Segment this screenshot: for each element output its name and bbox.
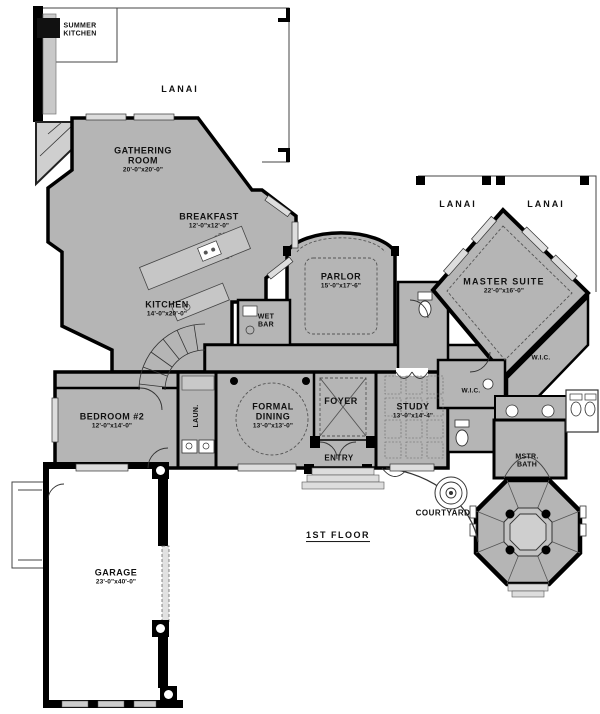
room-label-wet-bar: WET BAR	[257, 313, 275, 328]
room-label-parlor: PARLOR 15'-0"x17'-6"	[320, 271, 362, 290]
room-label-lanai-right-b: LANAI	[527, 199, 565, 210]
courtyard-features	[385, 467, 479, 543]
interior-walls	[55, 372, 378, 468]
study-floor-grid	[384, 375, 444, 459]
room-label-study: STUDY 13'-0"x14'-4"	[392, 401, 434, 420]
room-label-breakfast: BREAKFAST 12'-0"x12'-0"	[179, 211, 239, 230]
floor-title: 1ST FLOOR	[305, 530, 371, 543]
interior-rooms	[46, 116, 591, 587]
room-label-kitchen: KITCHEN 14'-0"x20'-0"	[145, 299, 189, 318]
kitchen-fixtures	[138, 225, 258, 335]
room-label-master-suite: MASTER SUITE 22'-0"x16'-0"	[463, 276, 545, 295]
room-label-foyer: FOYER	[324, 396, 358, 407]
entry-steps	[301, 467, 385, 490]
room-label-laundry: LAUN.	[193, 404, 201, 428]
room-label-wic-left: W.I.C.	[461, 387, 481, 395]
room-label-garage: GARAGE 23'-0"x40'-0"	[94, 567, 138, 586]
room-label-summer-kitchen: SUMMER KITCHEN	[63, 22, 97, 37]
roof-corner-ticks	[278, 8, 589, 185]
room-label-wic-right: W.I.C.	[531, 354, 551, 362]
tower-details	[469, 479, 587, 598]
study-door	[395, 368, 429, 379]
door-arcs	[47, 299, 491, 501]
room-label-entry: ENTRY	[324, 453, 354, 463]
room-label-courtyard: COURTYARD	[415, 508, 471, 518]
room-label-gathering-room: GATHERING ROOM 20'-0"x20'-0"	[114, 145, 172, 174]
garage-structure	[43, 462, 183, 708]
room-label-bedroom-2: BEDROOM #2 12'-0"x14'-0"	[79, 411, 145, 430]
window-marks	[51, 113, 578, 472]
room-label-lanai-right-a: LANAI	[439, 199, 477, 210]
laundry-fixtures	[181, 375, 215, 454]
room-label-lanai-top: LANAI	[161, 84, 199, 95]
room-label-master-bath: MSTR. BATH	[515, 453, 539, 468]
staircase	[138, 323, 206, 391]
bath-fixtures	[417, 291, 599, 479]
room-label-formal-dining: FORMAL DINING 13'-0"x13'-0"	[252, 401, 294, 430]
